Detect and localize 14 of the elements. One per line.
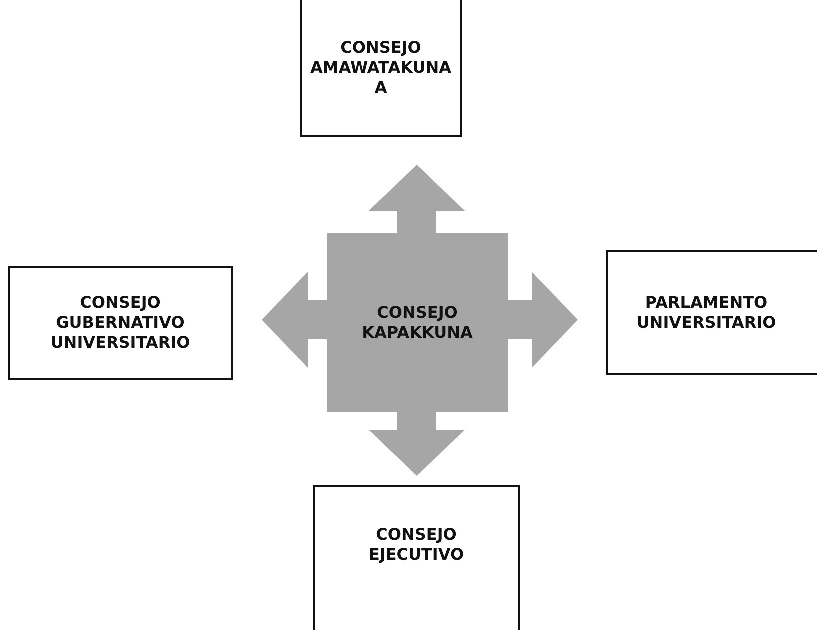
node-label: CONSEJO AMAWATAKUNA A xyxy=(310,38,452,98)
node-label: CONSEJO GUBERNATIVO UNIVERSITARIO xyxy=(50,293,192,353)
block-arrow xyxy=(508,272,578,368)
council-box xyxy=(313,485,520,630)
block-arrow xyxy=(262,272,327,368)
block-arrow xyxy=(369,412,465,476)
parliament-box xyxy=(606,250,817,375)
node-label: PARLAMENTO UNIVERSITARIO xyxy=(636,292,778,332)
node-label: CONSEJO KAPAKKUNA xyxy=(361,302,474,342)
node-label: CONSEJO EJECUTIVO xyxy=(368,524,466,564)
council-box xyxy=(300,0,462,137)
council-box xyxy=(8,266,233,380)
block-arrow xyxy=(369,165,465,233)
central-council-square xyxy=(327,233,508,412)
